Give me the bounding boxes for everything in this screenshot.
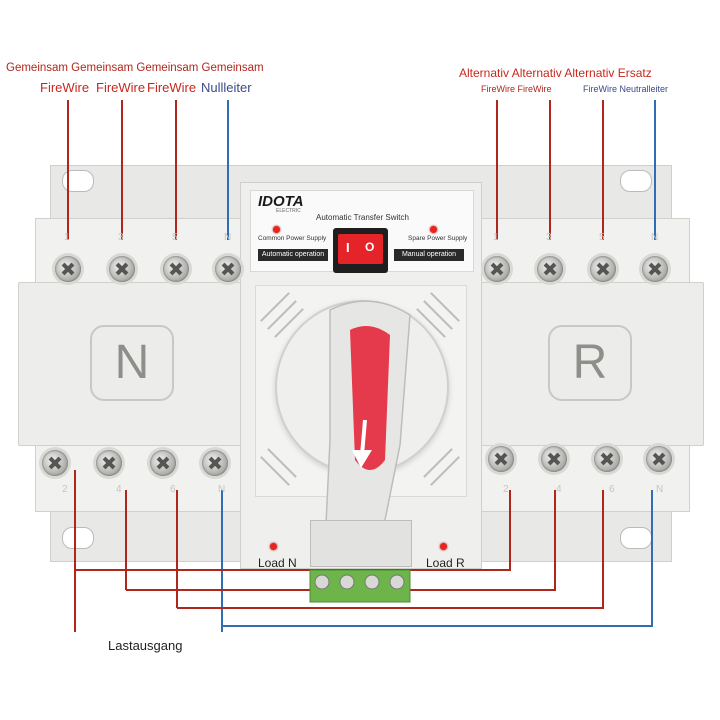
label-alternativ-row: Alternativ Alternativ Alternativ Ersatz — [459, 66, 652, 80]
brand-logo: IDOTA — [258, 193, 304, 210]
label-firewire-neutral: FireWire Neutralleiter — [583, 84, 669, 94]
handle-base — [310, 520, 412, 567]
bus-l3 — [177, 490, 604, 609]
label-firewire-alt: FireWire FireWire — [481, 84, 552, 94]
terminal-screw-right-bottom-6[interactable] — [594, 446, 620, 472]
terminal-screw-right-top-3[interactable] — [590, 256, 616, 282]
terminal-screw-right-top-1[interactable] — [484, 256, 510, 282]
common-supply-label: Common Power Supply — [258, 235, 327, 242]
label-lastausgang: Lastausgang — [108, 638, 183, 653]
terminal-num: N — [651, 232, 659, 243]
mount-slot-left-bottom — [62, 527, 94, 549]
output-terminal-screw — [364, 574, 380, 590]
terminal-screw-right-top-n[interactable] — [642, 256, 668, 282]
terminal-num: 4 — [116, 484, 122, 495]
load-r-label: Load R — [426, 556, 465, 570]
auto-operation-label: Automatic operation — [258, 249, 328, 261]
output-terminal-screw — [314, 574, 330, 590]
terminal-screw-left-top-n[interactable] — [215, 256, 241, 282]
terminal-num: 2 — [62, 484, 68, 495]
rotary-handle[interactable] — [270, 290, 450, 570]
terminal-num: N — [218, 484, 226, 495]
mount-slot-right-top — [620, 170, 652, 192]
terminal-screw-left-top-3[interactable] — [163, 256, 189, 282]
terminal-num: 3 — [546, 232, 552, 243]
terminal-screw-left-bottom-2[interactable] — [42, 450, 68, 476]
label-gemeinsam-row: Gemeinsam Gemeinsam Gemeinsam Gemeinsam — [6, 62, 264, 74]
terminal-num: N — [656, 484, 664, 495]
output-terminal-screw — [339, 574, 355, 590]
bus-l2 — [126, 490, 556, 591]
terminal-num: 5 — [599, 232, 605, 243]
common-supply-led — [273, 226, 280, 233]
panel-title: Automatic Transfer Switch — [316, 213, 409, 222]
terminal-num: 5 — [172, 232, 178, 243]
terminal-num: 6 — [170, 484, 176, 495]
terminal-screw-left-bottom-6[interactable] — [150, 450, 176, 476]
rocker-switch[interactable]: I O — [333, 228, 388, 273]
terminal-screw-left-top-2[interactable] — [109, 256, 135, 282]
terminal-num: 4 — [556, 484, 562, 495]
terminal-screw-left-bottom-n[interactable] — [202, 450, 228, 476]
bus-l1 — [75, 490, 511, 571]
terminal-num: 2 — [503, 484, 509, 495]
terminal-screw-right-top-2[interactable] — [537, 256, 563, 282]
module-letter-n: N — [90, 325, 174, 401]
terminal-num: 1 — [64, 232, 70, 243]
terminal-num: 1 — [493, 232, 499, 243]
mount-slot-left-top — [62, 170, 94, 192]
terminal-screw-left-top-1[interactable] — [55, 256, 81, 282]
rocker-switch-face: I O — [338, 234, 383, 264]
terminal-num: 3 — [118, 232, 124, 243]
terminal-screw-left-bottom-4[interactable] — [96, 450, 122, 476]
spare-supply-label: Spare Power Supply — [408, 235, 468, 242]
terminal-screw-right-bottom-4[interactable] — [541, 446, 567, 472]
brand-sub: ELECTRIC — [276, 208, 301, 214]
load-n-label: Load N — [258, 556, 297, 570]
switch-off-mark: I — [346, 240, 350, 255]
terminal-num: N — [224, 232, 232, 243]
label-firewire-1: FireWire — [40, 80, 90, 95]
output-terminal-screw — [389, 574, 405, 590]
bus-n — [222, 490, 653, 627]
switch-on-mark: O — [365, 240, 375, 254]
manual-operation-label: Manual operation — [394, 249, 464, 261]
terminal-screw-right-bottom-n[interactable] — [646, 446, 672, 472]
load-r-led — [440, 543, 447, 550]
terminal-screw-right-bottom-2[interactable] — [488, 446, 514, 472]
label-firewire-3: FireWire — [147, 80, 197, 95]
spare-supply-led — [430, 226, 437, 233]
module-letter-r: R — [548, 325, 632, 401]
load-n-led — [270, 543, 277, 550]
label-nullleiter: Nullleiter — [201, 80, 252, 95]
terminal-num: 6 — [609, 484, 615, 495]
label-firewire-2: FireWire — [96, 80, 146, 95]
